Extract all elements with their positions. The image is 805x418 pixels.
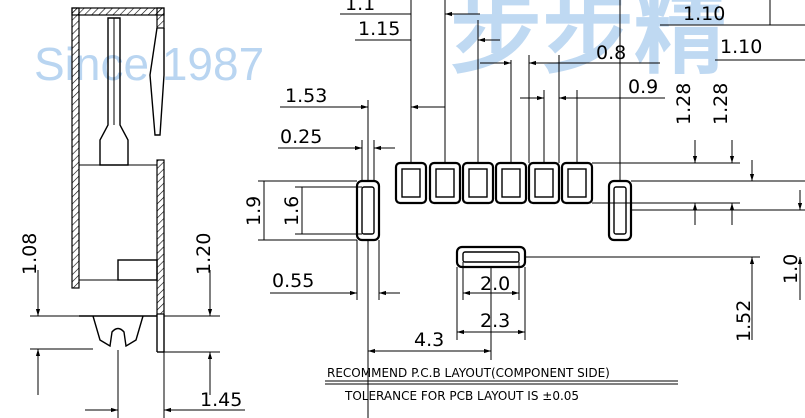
dim-1-6: 1.6 (281, 196, 303, 226)
board-peg (92, 315, 144, 348)
right-slot (607, 179, 633, 242)
watermark: Since 1987 步步精 (34, 0, 726, 90)
latch-spring (149, 27, 165, 136)
watermark-text: Since 1987 (34, 38, 264, 90)
left-dimensions: 1.08 1.20 1.45 (19, 233, 245, 418)
layout-tolerance: TOLERANCE FOR PCB LAYOUT IS ±0.05 (344, 389, 579, 403)
dim-4-3: 4.3 (414, 329, 444, 351)
dim-1-52: 1.52 (733, 300, 755, 342)
dim-0-25: 0.25 (280, 126, 322, 148)
dim-1-28-a: 1.28 (673, 83, 695, 125)
dim-1-15: 1.15 (358, 18, 400, 40)
dim-2-0: 2.0 (480, 273, 510, 295)
layout-notes: RECOMMEND P.C.B LAYOUT(COMPONENT SIDE) T… (325, 366, 678, 403)
dim-2-3: 2.3 (480, 310, 510, 332)
top-wall (71, 7, 165, 16)
dim-0-55: 0.55 (272, 270, 314, 292)
left-wall (71, 7, 80, 289)
pcb-dimensions: 1.1 1.15 1.53 0.25 1.9 1.6 0.55 0.8 0.9 (243, 0, 805, 354)
dim-1-1: 1.1 (345, 0, 375, 15)
dim-1-45: 1.45 (200, 389, 242, 411)
housing-step (117, 259, 158, 281)
dim-1-08: 1.08 (19, 233, 41, 275)
dim-1-28-b: 1.28 (710, 83, 732, 125)
dim-1-53: 1.53 (285, 85, 327, 107)
left-slot (355, 179, 381, 242)
dim-1-10-b: 1.10 (720, 36, 762, 58)
dim-0-9: 0.9 (628, 76, 658, 98)
dim-1-20: 1.20 (193, 233, 215, 275)
dim-1-0: 1.0 (780, 254, 802, 284)
watermark-brand: 步步精 (450, 0, 726, 87)
bottom-slot (455, 245, 527, 269)
connector-side-view (71, 7, 165, 353)
dim-0-8: 0.8 (596, 42, 626, 64)
right-wall-bottom (156, 159, 165, 315)
pcb-layout (355, 161, 633, 269)
dim-1-9: 1.9 (243, 196, 265, 226)
dim-1-10-a: 1.10 (683, 3, 725, 25)
pad-row (394, 161, 594, 205)
layout-title: RECOMMEND P.C.B LAYOUT(COMPONENT SIDE) (327, 366, 610, 380)
